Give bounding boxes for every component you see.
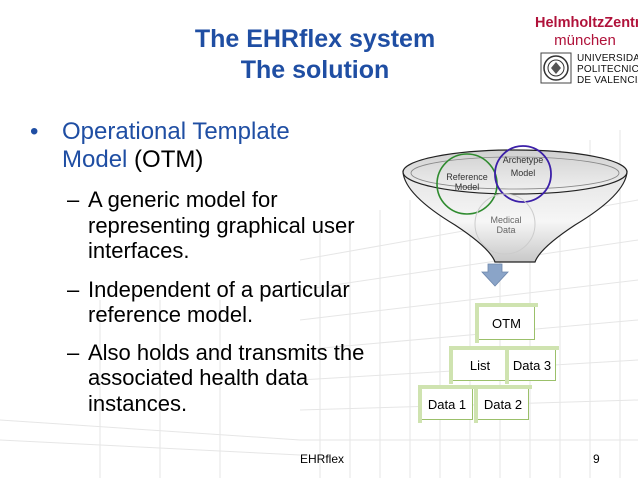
- medical-data-label-line-1: Medical: [490, 215, 522, 225]
- upv-logo-line-2: POLITECNICA: [577, 64, 638, 75]
- data1-box-label: Data 1: [427, 396, 467, 412]
- funnel-rim-inner: [410, 156, 620, 190]
- sub-bullet-generic-model: – A generic model for representing graph…: [30, 187, 410, 264]
- data3-box-label: Data 3: [512, 357, 552, 373]
- reference-model-label-line-2: Model: [454, 182, 480, 192]
- list-box-label: List: [469, 357, 491, 373]
- bullet-otm-highlight-2: Model: [62, 146, 128, 173]
- medical-data-label-line-2: Data: [496, 225, 516, 235]
- upv-logo-line-1: UNIVERSIDAD: [577, 53, 638, 64]
- data1-box: Data 1: [418, 385, 476, 423]
- otm-box-label: OTM: [492, 315, 521, 331]
- upv-logo-text: UNIVERSIDAD POLITECNICA DE VALENCIA: [577, 53, 638, 86]
- bullet-otm-abbrev: (OTM): [127, 146, 204, 173]
- funnel-body: [402, 171, 628, 263]
- bullet-marker: •: [30, 118, 39, 145]
- funnel-diagram: [402, 145, 628, 287]
- archetype-model-circle: [494, 145, 552, 203]
- sub1-line-1: A generic model for: [88, 187, 278, 212]
- sub-bullet-health-data: – Also holds and transmits the associate…: [30, 340, 410, 417]
- bullet-otm: • Operational Template Model (OTM): [30, 118, 410, 174]
- archetype-model-label-line-2: Model: [510, 168, 536, 178]
- funnel-rim: [402, 149, 628, 195]
- helmholtz-logo-line-2: münchen: [554, 32, 616, 49]
- upv-logo: UNIVERSIDAD POLITECNICA DE VALENCIA: [540, 52, 638, 86]
- sub-bullet-marker: –: [67, 276, 80, 302]
- sub3-line-1: Also holds and transmits the: [88, 339, 365, 365]
- helmholtz-logo-line-1: HelmholtzZentrum: [535, 15, 638, 31]
- sub-bullet-marker: –: [67, 187, 80, 212]
- medical-data-label: Medical Data: [476, 215, 536, 235]
- reference-model-label: Reference Model: [437, 172, 497, 192]
- funnel-down-arrow: [481, 263, 509, 287]
- slide-title: The EHRflex system The solution: [150, 24, 480, 86]
- list-box: List: [449, 346, 511, 384]
- data2-box: Data 2: [474, 385, 532, 423]
- upv-logo-line-3: DE VALENCIA: [577, 75, 638, 86]
- otm-box: OTM: [475, 303, 538, 343]
- sub-bullet-independent: – Independent of a particular reference …: [30, 277, 410, 328]
- footer-title: EHRflex: [300, 452, 345, 466]
- sub3-line-2: associated health data: [88, 365, 309, 390]
- sub3-line-3: instances.: [88, 390, 188, 416]
- archetype-model-label: Archetype Model: [493, 154, 553, 180]
- reference-model-label-line-1: Reference: [446, 172, 488, 182]
- page-number: 9: [593, 452, 600, 466]
- sub1-line-3: interfaces.: [88, 238, 190, 263]
- sub2-line-1: Independent of a particular: [88, 276, 350, 302]
- sub2-line-2: reference model.: [88, 302, 254, 327]
- data2-box-label: Data 2: [483, 396, 523, 412]
- data3-box: Data 3: [505, 346, 559, 384]
- helmholtz-logo: HelmholtzZentrum münchen: [535, 14, 638, 50]
- title-line-2: The solution: [240, 56, 390, 84]
- sub-bullet-marker: –: [67, 339, 80, 365]
- title-line-1: The EHRflex system: [194, 25, 436, 53]
- bullet-list: • Operational Template Model (OTM) – A g…: [30, 118, 410, 416]
- bullet-otm-highlight-1: Operational Template: [62, 118, 290, 145]
- medical-data-circle: [474, 193, 536, 255]
- upv-seal-icon: [540, 52, 572, 84]
- archetype-model-label-line-1: Archetype: [502, 155, 544, 165]
- sub1-line-2: representing graphical user: [88, 212, 355, 238]
